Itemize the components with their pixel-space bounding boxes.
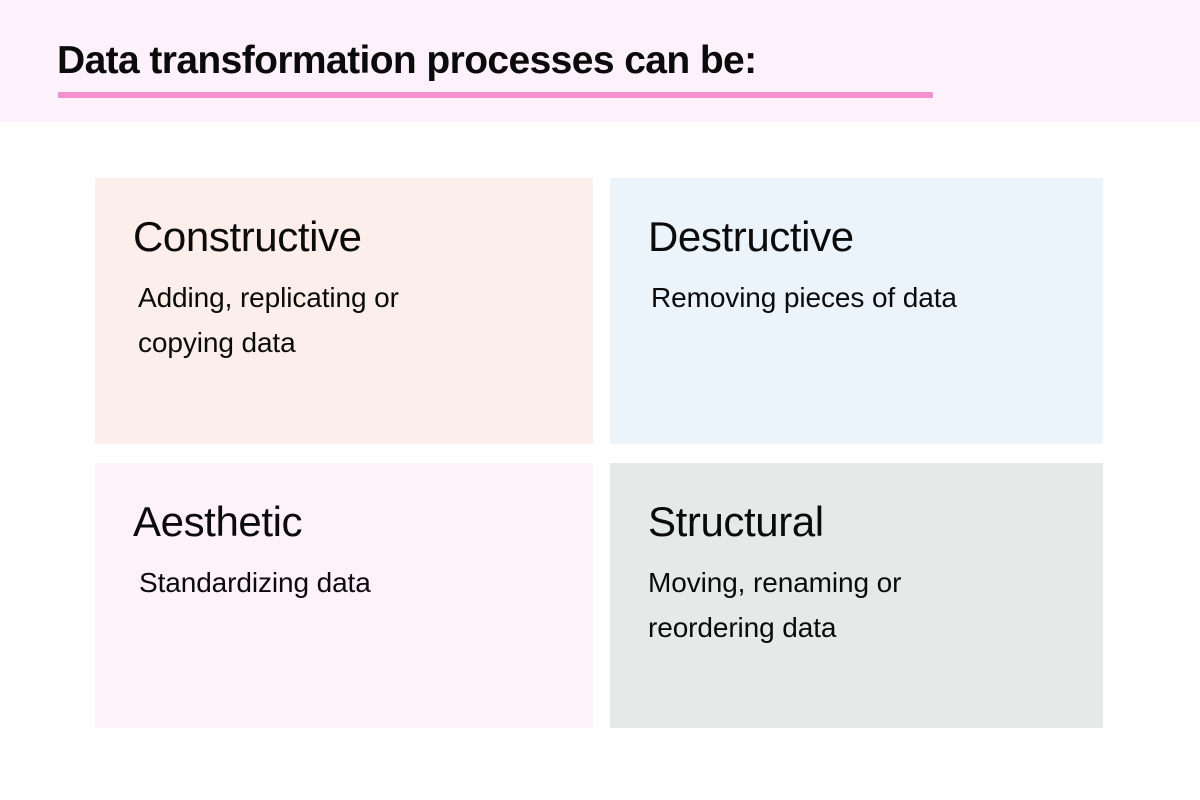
card-title-destructive: Destructive	[648, 213, 854, 260]
card-structural[interactable]: Structural Moving, renaming or reorderin…	[610, 463, 1103, 728]
page-title: Data transformation processes can be:	[57, 39, 757, 82]
card-body-destructive: Removing pieces of data	[651, 282, 957, 313]
card-destructive[interactable]: Destructive Removing pieces of data	[610, 178, 1103, 444]
card-body-structural: Moving, renaming or reordering data	[648, 567, 902, 643]
card-aesthetic[interactable]: Aesthetic Standardizing data	[95, 463, 593, 728]
card-title-aesthetic: Aesthetic	[133, 498, 303, 545]
concept-card-grid: Constructive Adding, replicating or copy…	[95, 178, 1103, 728]
card-body-constructive: Adding, replicating or copying data	[138, 282, 399, 358]
title-underline-accent	[58, 92, 933, 98]
card-title-structural: Structural	[648, 498, 824, 545]
card-constructive[interactable]: Constructive Adding, replicating or copy…	[95, 178, 593, 444]
header-band: Data transformation processes can be:	[0, 0, 1200, 122]
card-body-aesthetic: Standardizing data	[139, 567, 371, 598]
card-title-constructive: Constructive	[133, 213, 362, 260]
